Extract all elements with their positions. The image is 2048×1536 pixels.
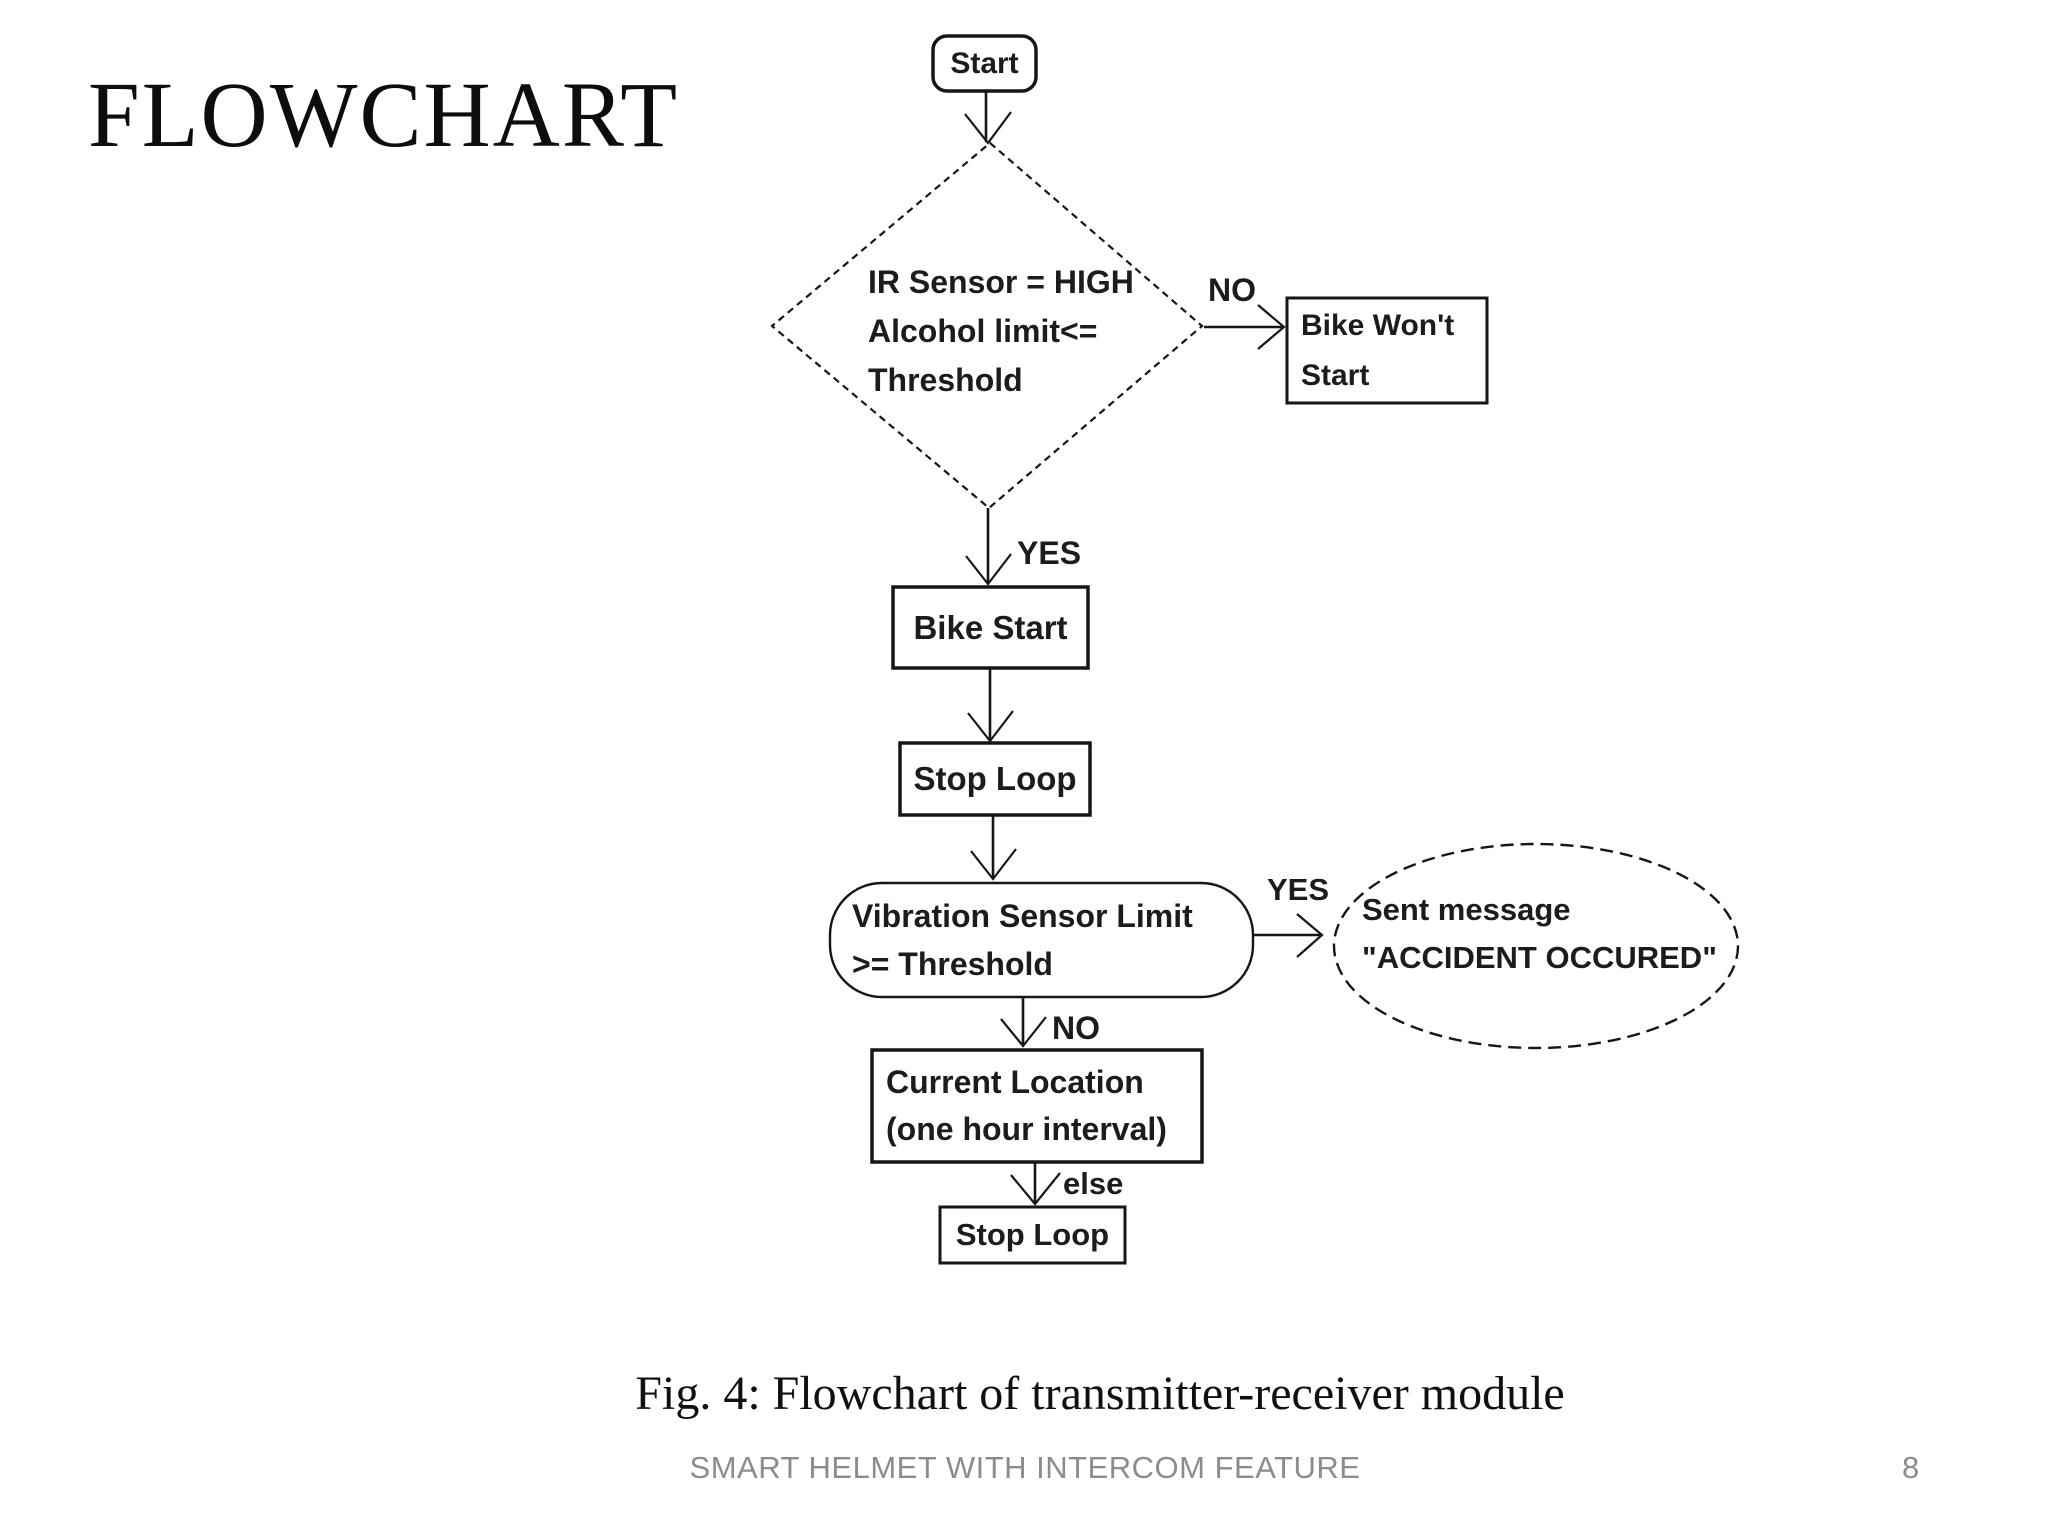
edge-label-no-vibration: NO [1052,1010,1100,1046]
bike-wont-start-node-shape [1285,296,1489,405]
bike-wont-start-node-label: Bike Won't Start [1287,298,1487,403]
arrowhead-down-icon [964,111,1012,145]
edge-label-yes-alcohol: YES [1017,535,1082,571]
arrowhead-right-icon [1296,913,1324,958]
arrowhead-down-icon [1010,1172,1061,1206]
stop-loop-2-node-label: Stop Loop [940,1207,1125,1263]
stop-loop-1-node-shape [898,741,1092,817]
bike-start-node-label: Bike Start [893,587,1088,668]
label-text: Bike Start [913,608,1068,646]
page-number: 8 [1902,1450,1920,1485]
arrowhead-down-icon [970,848,1017,881]
accident-message-node-shape [1332,842,1740,1050]
label-line: >= Threshold [852,946,1053,982]
label-line: Alcohol limit<= [868,313,1098,349]
accident-message-node-label: Sent message "ACCIDENT OCCURED" [1362,886,1717,982]
edge-label-else: else [1063,1166,1124,1201]
edge-label-no-alcohol: NO [1208,272,1256,308]
stop-loop-2-node-shape [938,1205,1127,1265]
label-line: Bike Won't [1301,308,1455,342]
label-line: Vibration Sensor Limit [852,898,1193,934]
footer-text: SMART HELMET WITH INTERCOM FEATURE [689,1450,1361,1485]
arrowhead-down-icon [965,553,1012,586]
label-line: "ACCIDENT OCCURED" [1362,940,1717,975]
edge-label-yes-vibration: YES [1267,872,1330,907]
label-text: Stop Loop [955,1217,1110,1252]
current-location-node-label: Current Location (one hour interval) [872,1050,1202,1162]
decision-node-label: IR Sensor = HIGH Alcohol limit<= Thresho… [868,258,1134,405]
current-location-node-shape [870,1048,1204,1164]
label-text: Stop Loop [913,760,1077,797]
label-line: Threshold [868,362,1023,398]
page-title: FLOWCHART [88,64,680,167]
start-node-label: Start [933,36,1036,91]
label-text: Start [950,46,1019,80]
label-line: (one hour interval) [886,1111,1167,1147]
figure-caption: Fig. 4: Flowchart of transmitter-receive… [635,1367,1565,1420]
start-node-shape [931,34,1038,93]
label-line: IR Sensor = HIGH [868,264,1134,300]
arrowhead-down-icon [967,710,1014,743]
label-line: Current Location [886,1064,1144,1100]
label-line: Start [1301,358,1370,392]
arrowhead-right-icon [1257,304,1286,350]
vibration-check-node-shape [828,881,1255,999]
stop-loop-1-node-label: Stop Loop [900,743,1090,815]
decision-diamond-shape [770,141,1204,510]
arrowhead-down-icon [1000,1016,1047,1048]
label-line: Sent message [1362,892,1571,927]
vibration-check-node-label: Vibration Sensor Limit >= Threshold [830,883,1253,997]
